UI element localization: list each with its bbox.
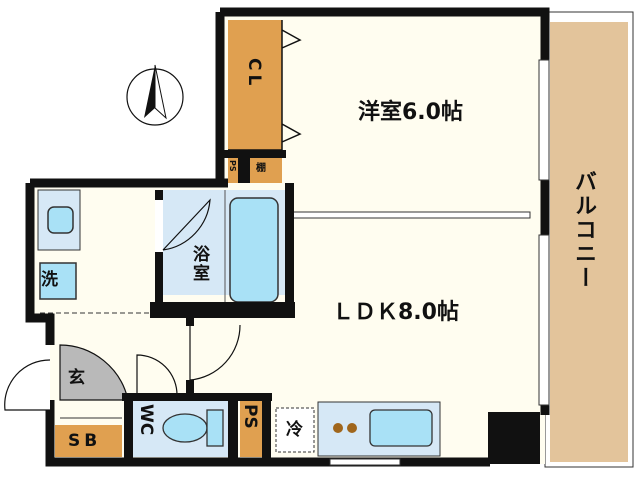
shoe-box-label: SB [68,431,102,451]
kitchen-sink [369,409,433,447]
burner [333,423,343,433]
wall [122,393,272,401]
window-western [538,59,550,181]
hall-door [189,324,241,381]
wall [222,150,286,158]
shoe-box [55,425,122,457]
wall [150,302,295,318]
shelf-label: 棚 [256,163,266,174]
entrance-door [4,359,51,411]
wc-door [136,354,178,396]
fridge-label: 冷 [286,420,303,440]
kitchen-window [329,458,401,466]
washer-label: 洗 [41,270,58,290]
entrance-label: 玄 [68,368,85,388]
shelf [250,158,282,183]
bathtub [229,197,279,303]
room-label-ldk: ＬＤＫ8.0帖 [332,300,459,325]
outer-walls [25,7,550,467]
bath-label: 浴室 [189,245,209,283]
closet [228,20,282,150]
balcony-label: バルコニー [571,170,596,290]
fridge-space [275,407,315,453]
sliding-partition [289,211,531,219]
ps-top [228,158,238,183]
washer-space [39,262,77,300]
ps-top-label: PS [228,160,237,172]
bath-door [162,198,211,251]
balcony [550,22,628,462]
toilet [162,413,208,443]
ps-bottom [240,401,262,457]
room-label-western: 洋室6.0帖 [358,100,463,125]
burner [347,423,357,433]
wall [238,158,250,183]
north-arrow-icon [126,64,184,126]
window-ldk [538,234,550,406]
column [488,412,540,464]
toilet-label: WC [136,404,156,436]
wall [285,183,294,318]
ps-bottom-label: PS [240,404,260,429]
closet-label: CL [244,58,264,90]
